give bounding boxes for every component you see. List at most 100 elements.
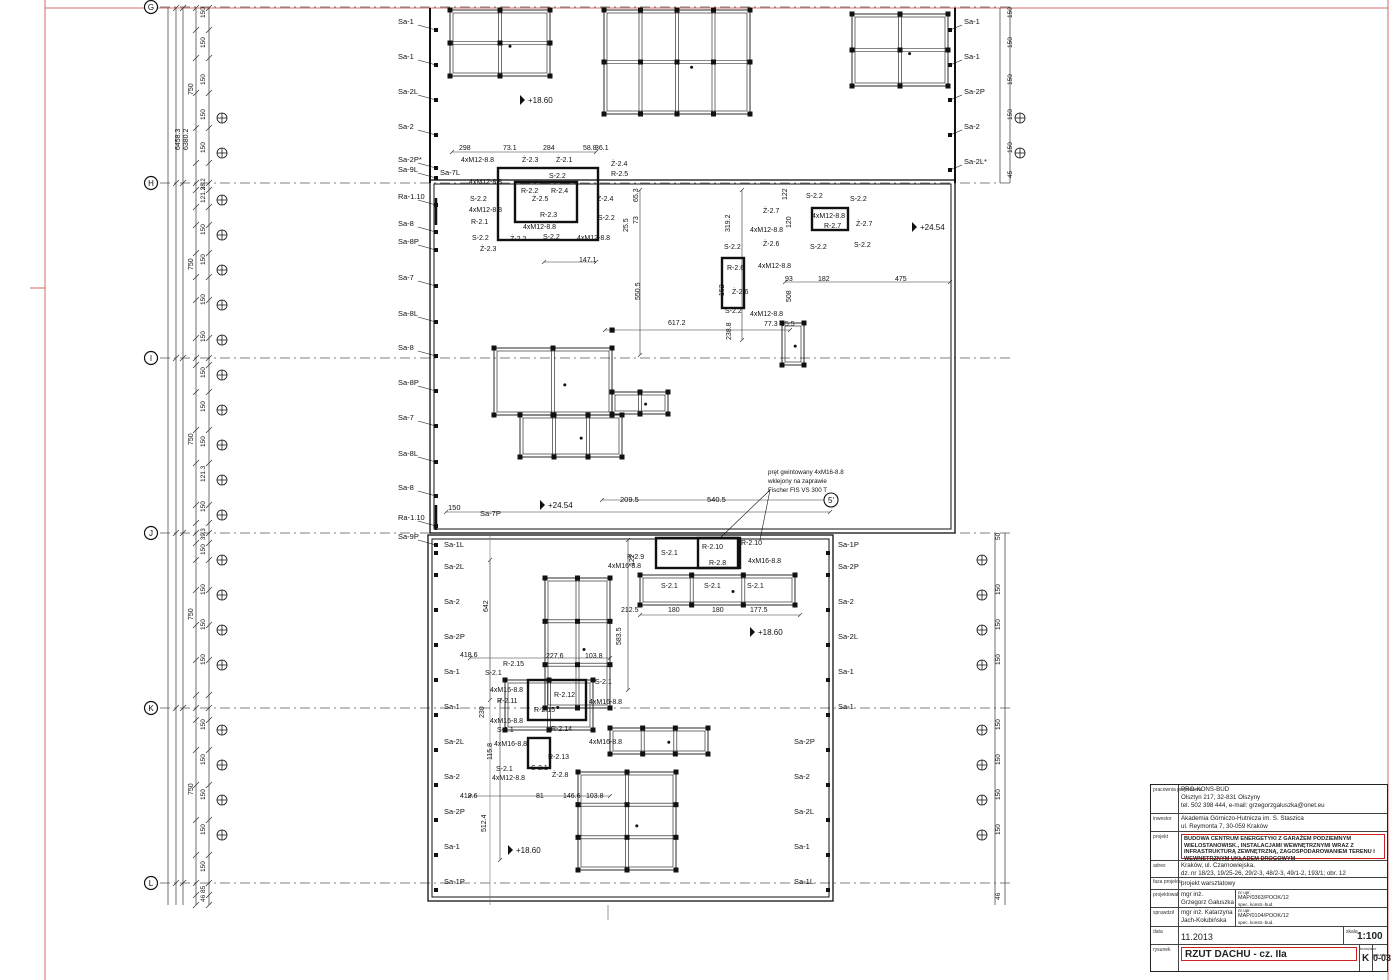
level-dot — [908, 52, 912, 56]
leader-line — [417, 385, 437, 392]
dimension-text: 150 — [200, 436, 207, 447]
dimension-tick — [192, 459, 200, 467]
dimension-tick — [205, 656, 213, 664]
level-marker — [750, 627, 755, 637]
frame-node — [637, 602, 643, 608]
anchor-label: Sa-1 — [838, 702, 854, 711]
steel-frame-d — [491, 345, 615, 418]
plus-marker — [977, 660, 987, 670]
frame-node — [447, 7, 453, 13]
frame-node — [689, 602, 695, 608]
frame-outline — [519, 414, 623, 458]
structural-label: Ż-2.1 — [556, 155, 572, 164]
frame-node — [740, 572, 746, 578]
axis-bubble — [143, 525, 159, 541]
structural-label: Ż-2.5 — [532, 194, 548, 203]
frame-node — [609, 345, 615, 351]
frame-outline — [639, 574, 796, 606]
structural-label: Ż-2.3 — [480, 244, 496, 253]
frame-node — [640, 751, 646, 757]
dimension-tick — [497, 697, 503, 703]
structural-label: 540.5 — [707, 495, 726, 504]
structural-label: 4xM16-8.8 — [490, 687, 523, 694]
frame-node — [547, 73, 553, 79]
axis-label: L — [149, 879, 154, 888]
dimension-tick — [205, 249, 213, 257]
level-label: +18.60 — [758, 628, 783, 637]
anchor-mark — [434, 551, 438, 555]
level-marker — [540, 500, 545, 510]
plus-marker — [217, 760, 227, 770]
dimension-text: 150 — [200, 789, 207, 800]
structural-label: 77.3 — [764, 321, 778, 328]
structural-label: R-2.1 — [471, 219, 488, 226]
frame-node — [517, 454, 523, 460]
plus-marker — [217, 148, 227, 158]
frame-outline — [642, 577, 793, 603]
dimension-text: 150 — [995, 719, 1002, 730]
level-dot — [731, 590, 735, 593]
frame-outline — [612, 730, 706, 752]
frame-outline — [544, 577, 611, 709]
frame-node — [705, 725, 711, 731]
anchor-mark — [826, 783, 830, 787]
dimension-tick — [192, 891, 200, 899]
structural-label: pręt gwintowany 4xM16-8.8 — [768, 469, 844, 476]
r-frame-26 — [720, 256, 746, 310]
plus-marker — [217, 625, 227, 635]
leader-line — [417, 226, 437, 233]
anchor-label: Sa-2L — [838, 632, 858, 641]
dimension-tick — [192, 656, 200, 664]
axis-label: I — [150, 354, 152, 363]
dimension-text: 150 — [200, 584, 207, 595]
dimension-tick — [739, 187, 745, 193]
frame-outline — [507, 682, 591, 728]
r-frame-213 — [526, 736, 552, 770]
anchor-label: Sa-2P — [444, 807, 465, 816]
anchor-mark — [434, 678, 438, 682]
structural-label: 4xM16-8.8 — [748, 558, 781, 565]
anchor-label: Sa-2L — [398, 87, 418, 96]
steel-frame-j — [637, 572, 798, 608]
structural-label: 642 — [483, 600, 490, 612]
axis-bubble — [143, 700, 159, 716]
dimension-tick — [205, 54, 213, 62]
structural-label: 150 — [448, 503, 461, 512]
anchor-label: Sa-8 — [398, 483, 414, 492]
dimension-tick — [205, 879, 213, 887]
dimension-tick — [205, 203, 213, 211]
structural-label: Ż-2.8 — [552, 770, 568, 779]
structural-label: S-2.2 — [810, 244, 827, 251]
dimension-text: 150 — [200, 109, 207, 120]
dimension-tick — [192, 296, 200, 304]
plus-marker — [977, 760, 987, 770]
designer2-perm-2: MAP/0363/POOK/12 — [1238, 895, 1289, 901]
level-dot — [508, 44, 512, 48]
dimension-text: 150 — [200, 861, 207, 872]
frame-node — [575, 705, 580, 711]
dimension-tick — [205, 501, 213, 509]
frame-node — [575, 662, 580, 668]
dimension-tick — [192, 704, 200, 712]
anchor-label: Sa-2P* — [398, 155, 422, 164]
frame-node — [638, 111, 643, 117]
structural-label: 58.8 — [583, 145, 597, 152]
anchor-label: Sa-2P — [794, 737, 815, 746]
dimension-tick — [599, 497, 605, 503]
frame-outline — [577, 771, 677, 871]
dimension-tick — [205, 296, 213, 304]
checker-line-2: Jach-Kołubińska — [1181, 917, 1227, 924]
dimension-text: 150 — [995, 654, 1002, 665]
dimension-text: 46 — [200, 894, 207, 902]
dimension-tick — [179, 879, 187, 887]
dimension-text: 39.3 — [201, 528, 207, 540]
steel-frame-i — [542, 575, 613, 711]
plus-marker — [217, 405, 227, 415]
structural-label: 550.5 — [635, 282, 642, 300]
anchor-mark — [434, 818, 438, 822]
structural-label: S-2.2 — [598, 215, 615, 222]
anchor-mark — [826, 678, 830, 682]
level-label: +24.54 — [548, 501, 573, 510]
dimension-tick — [192, 519, 200, 527]
